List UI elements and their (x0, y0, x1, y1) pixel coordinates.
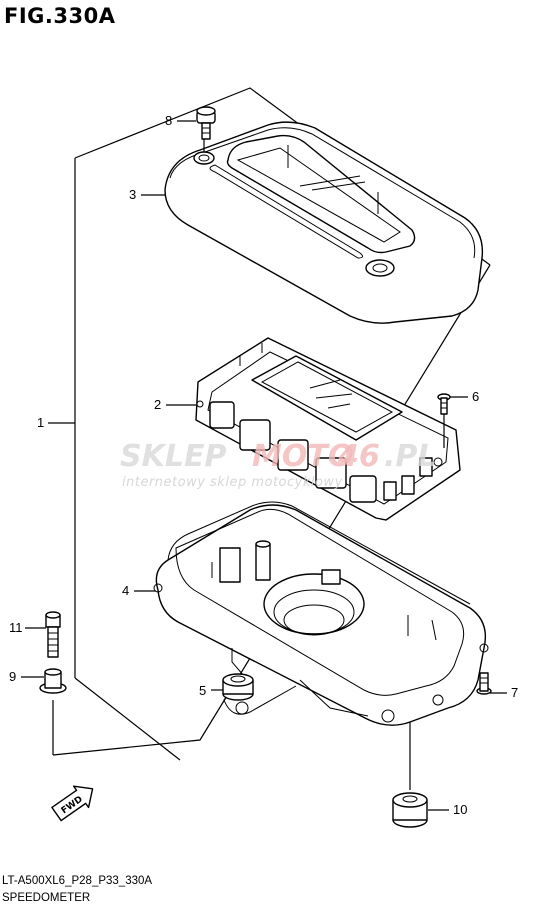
watermark-tagline: internetowy sklep motocyklowy (122, 475, 343, 490)
part-4-lower-case (153, 501, 489, 726)
callout-5: 5 (199, 683, 223, 698)
callout-7: 7 (490, 685, 518, 700)
callout-8-label: 8 (165, 113, 172, 128)
callout-6: 6 (450, 389, 479, 404)
callout-9: 9 (9, 669, 44, 684)
watermark-brand-a: SKLEP (120, 439, 226, 474)
callout-8: 8 (165, 113, 196, 128)
watermark: SKLEP MOTO 46 .PL internetowy sklep moto… (120, 439, 437, 490)
callout-2: 2 (154, 397, 196, 412)
figure-title: FIG.330A (4, 4, 116, 28)
callout-9-label: 9 (9, 669, 16, 684)
callout-3-label: 3 (129, 187, 136, 202)
part-10-cushion (392, 792, 428, 828)
callout-7-label: 7 (511, 685, 518, 700)
watermark-brand-c: 46 (337, 439, 380, 474)
callout-10: 10 (428, 802, 467, 817)
callout-1: 1 (37, 415, 75, 430)
part-6-screw (437, 393, 451, 415)
figure-name: SPEEDOMETER (2, 892, 91, 904)
part-8-screw (196, 106, 216, 140)
part-2-meter-unit (195, 337, 461, 521)
callout-11: 11 (9, 620, 46, 635)
part-11-bolt (45, 611, 61, 658)
callout-6-label: 6 (472, 389, 479, 404)
watermark-brand-b: MOTO (252, 439, 353, 474)
part-5-grommet (222, 673, 254, 701)
part-7-screw (476, 672, 492, 695)
part-3-upper-cover (164, 121, 484, 324)
callout-3: 3 (129, 187, 165, 202)
callout-10-label: 10 (453, 802, 467, 817)
fwd-arrow-icon: FWD (51, 785, 94, 822)
leader-lines (52, 139, 445, 790)
callout-4: 4 (122, 583, 156, 598)
callout-1-label: 1 (37, 415, 44, 430)
part-9-collar (39, 668, 67, 694)
model-code: LT-A500XL6_P28_P33_330A (2, 875, 153, 887)
callout-11-label: 11 (9, 620, 23, 635)
callout-5-label: 5 (199, 683, 206, 698)
callout-2-label: 2 (154, 397, 161, 412)
watermark-brand-d: .PL (384, 439, 437, 474)
callout-4-label: 4 (122, 583, 129, 598)
